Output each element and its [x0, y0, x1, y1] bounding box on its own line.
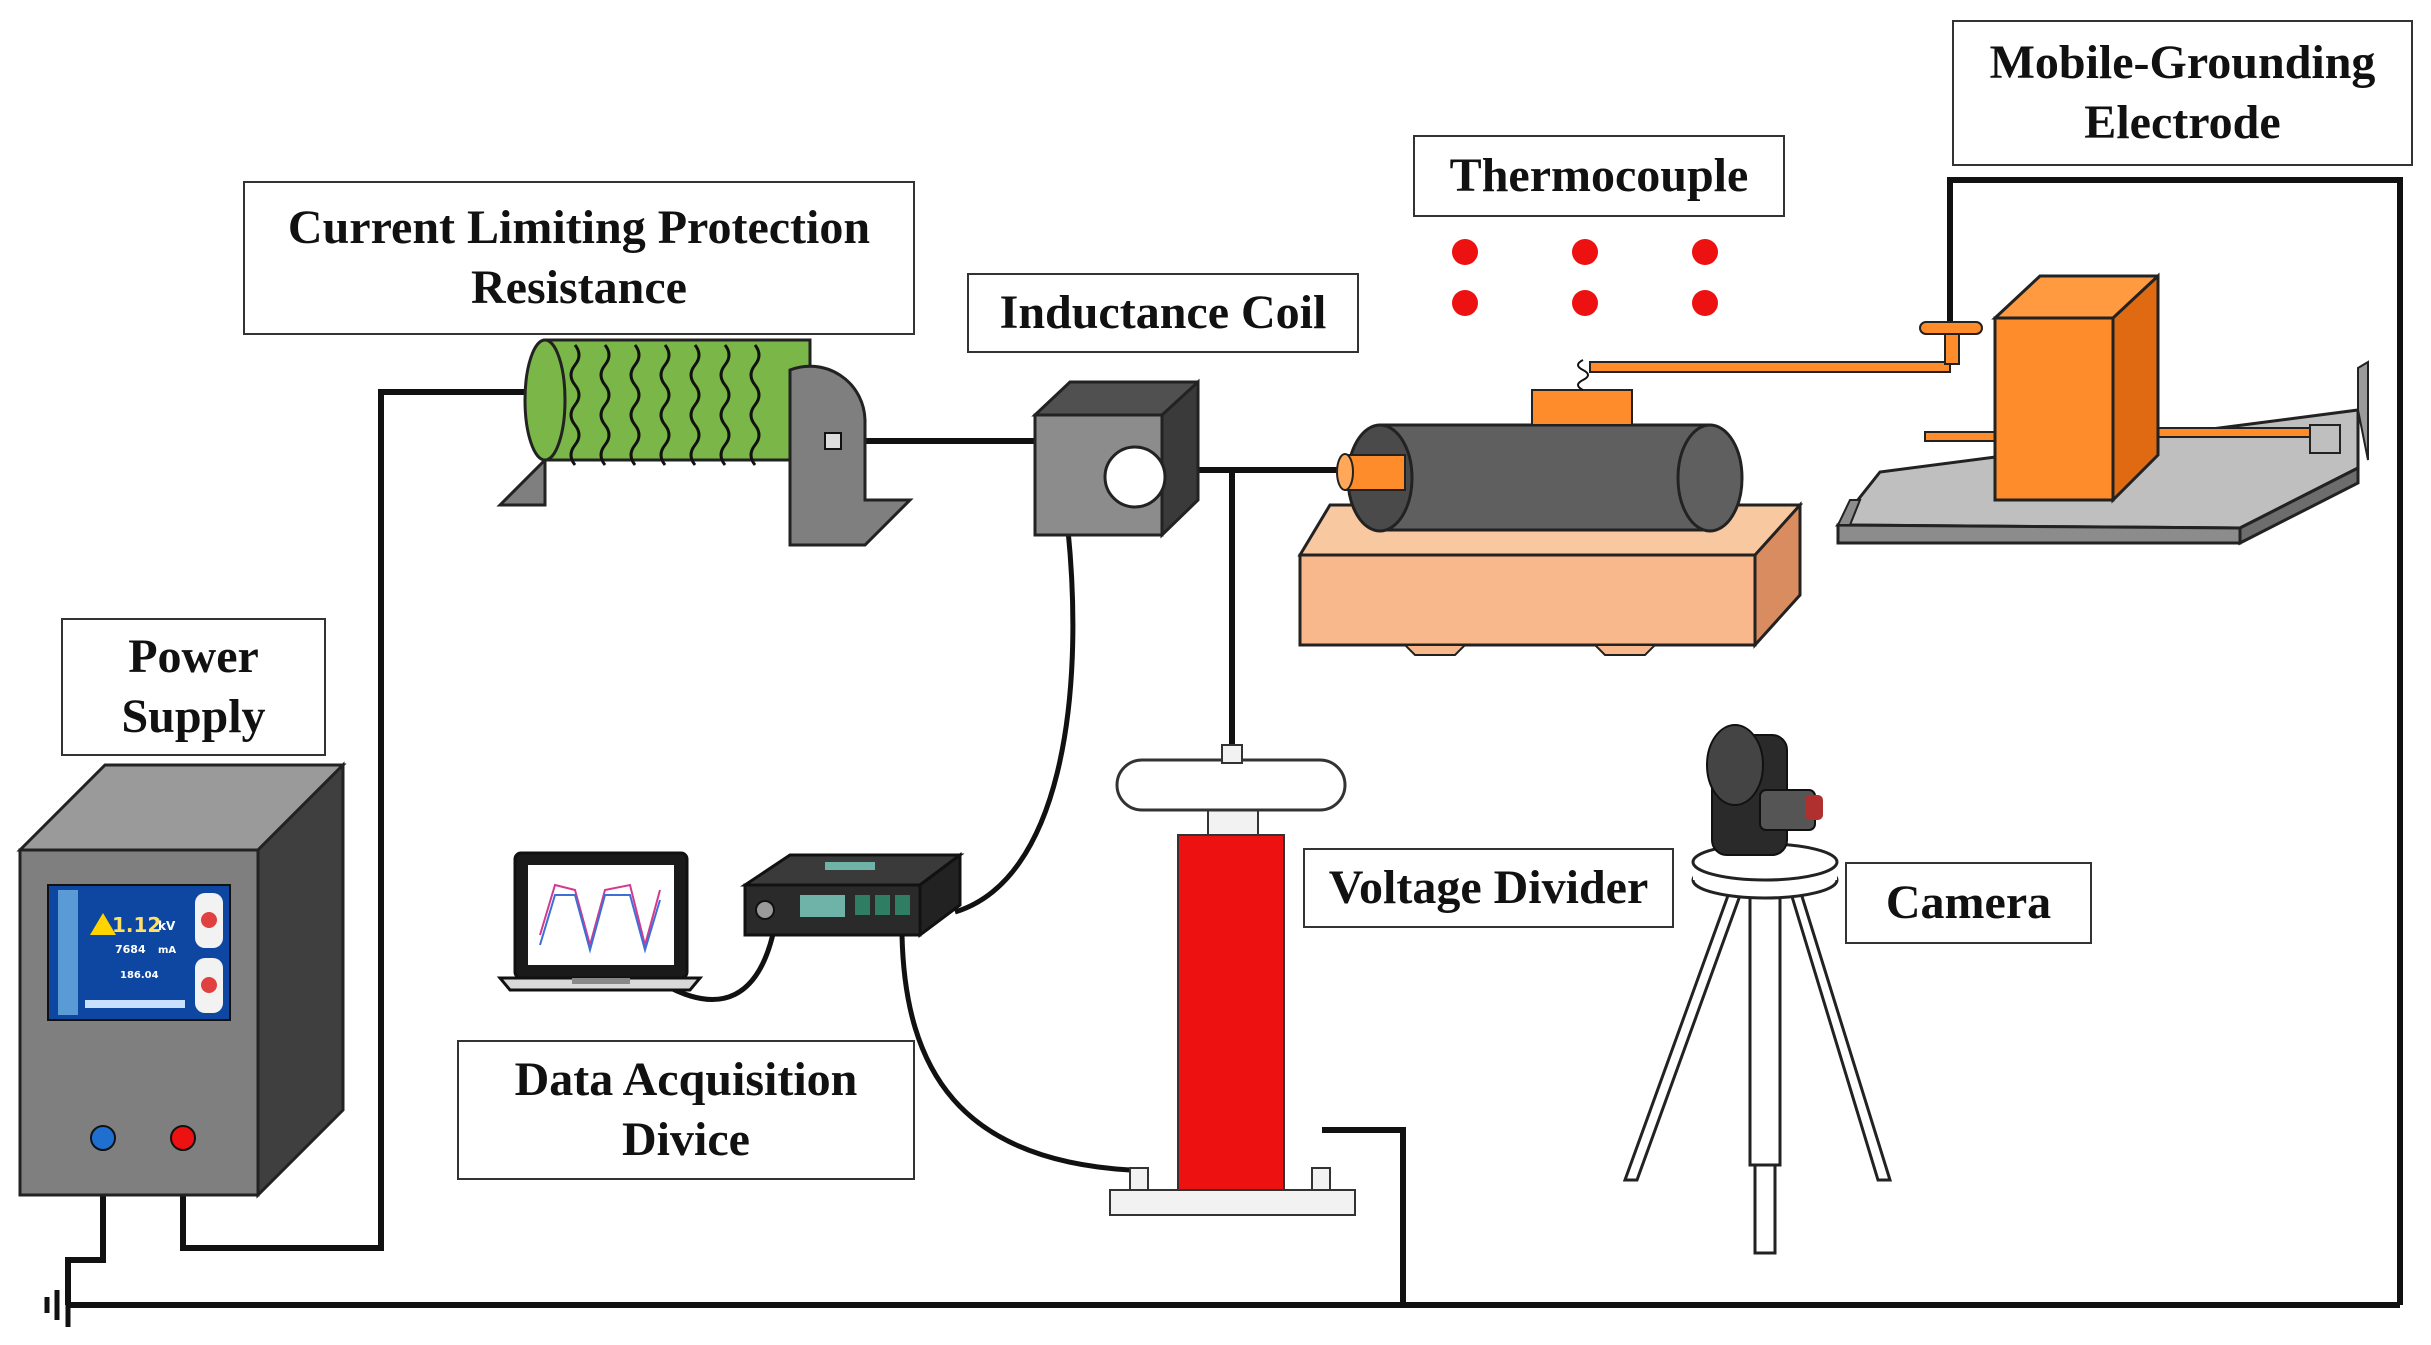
screen-current: 7684: [115, 943, 146, 956]
test-specimen: [1297, 359, 1951, 656]
camera-icon: [1706, 724, 1823, 856]
laptop: [496, 851, 704, 992]
red-terminal-icon: [170, 1125, 196, 1151]
thermocouple-points: [1452, 239, 1718, 316]
label-thermocouple: Thermocouple: [1413, 135, 1785, 217]
camera-tripod: [1622, 842, 1893, 1255]
power-supply-unit: 1.12 kV 7684 mA 186.04: [16, 761, 347, 1199]
label-current-limiting-resistance: Current Limiting Protection Resistance: [243, 181, 915, 335]
ground-symbol-icon: [44, 1283, 71, 1327]
label-power-supply: Power Supply: [61, 618, 326, 756]
label-mobile-grounding-electrode: Mobile-Grounding Electrode: [1952, 20, 2413, 166]
grounding-electrode-rig: [1834, 272, 2369, 546]
screen-voltage-unit: kV: [158, 919, 176, 933]
wiring: [65, 177, 2403, 1308]
blue-terminal-icon: [90, 1125, 116, 1151]
inductance-coil-unit: [1031, 378, 1200, 539]
label-data-acquisition-device: Data Acquisition Divice: [457, 1040, 915, 1180]
current-limiting-resistor: [496, 338, 914, 547]
screen-current-unit: mA: [158, 945, 176, 956]
voltage-divider-unit: [1109, 744, 1356, 1216]
label-voltage-divider: Voltage Divider: [1303, 848, 1674, 928]
label-camera: Camera: [1845, 862, 2092, 944]
screen-reading: 186.04: [120, 970, 159, 981]
screen-voltage: 1.12: [112, 913, 161, 937]
label-inductance-coil: Inductance Coil: [967, 273, 1359, 353]
data-acquisition-unit: [740, 852, 965, 938]
power-supply-screen: 1.12 kV 7684 mA 186.04: [47, 884, 231, 1021]
